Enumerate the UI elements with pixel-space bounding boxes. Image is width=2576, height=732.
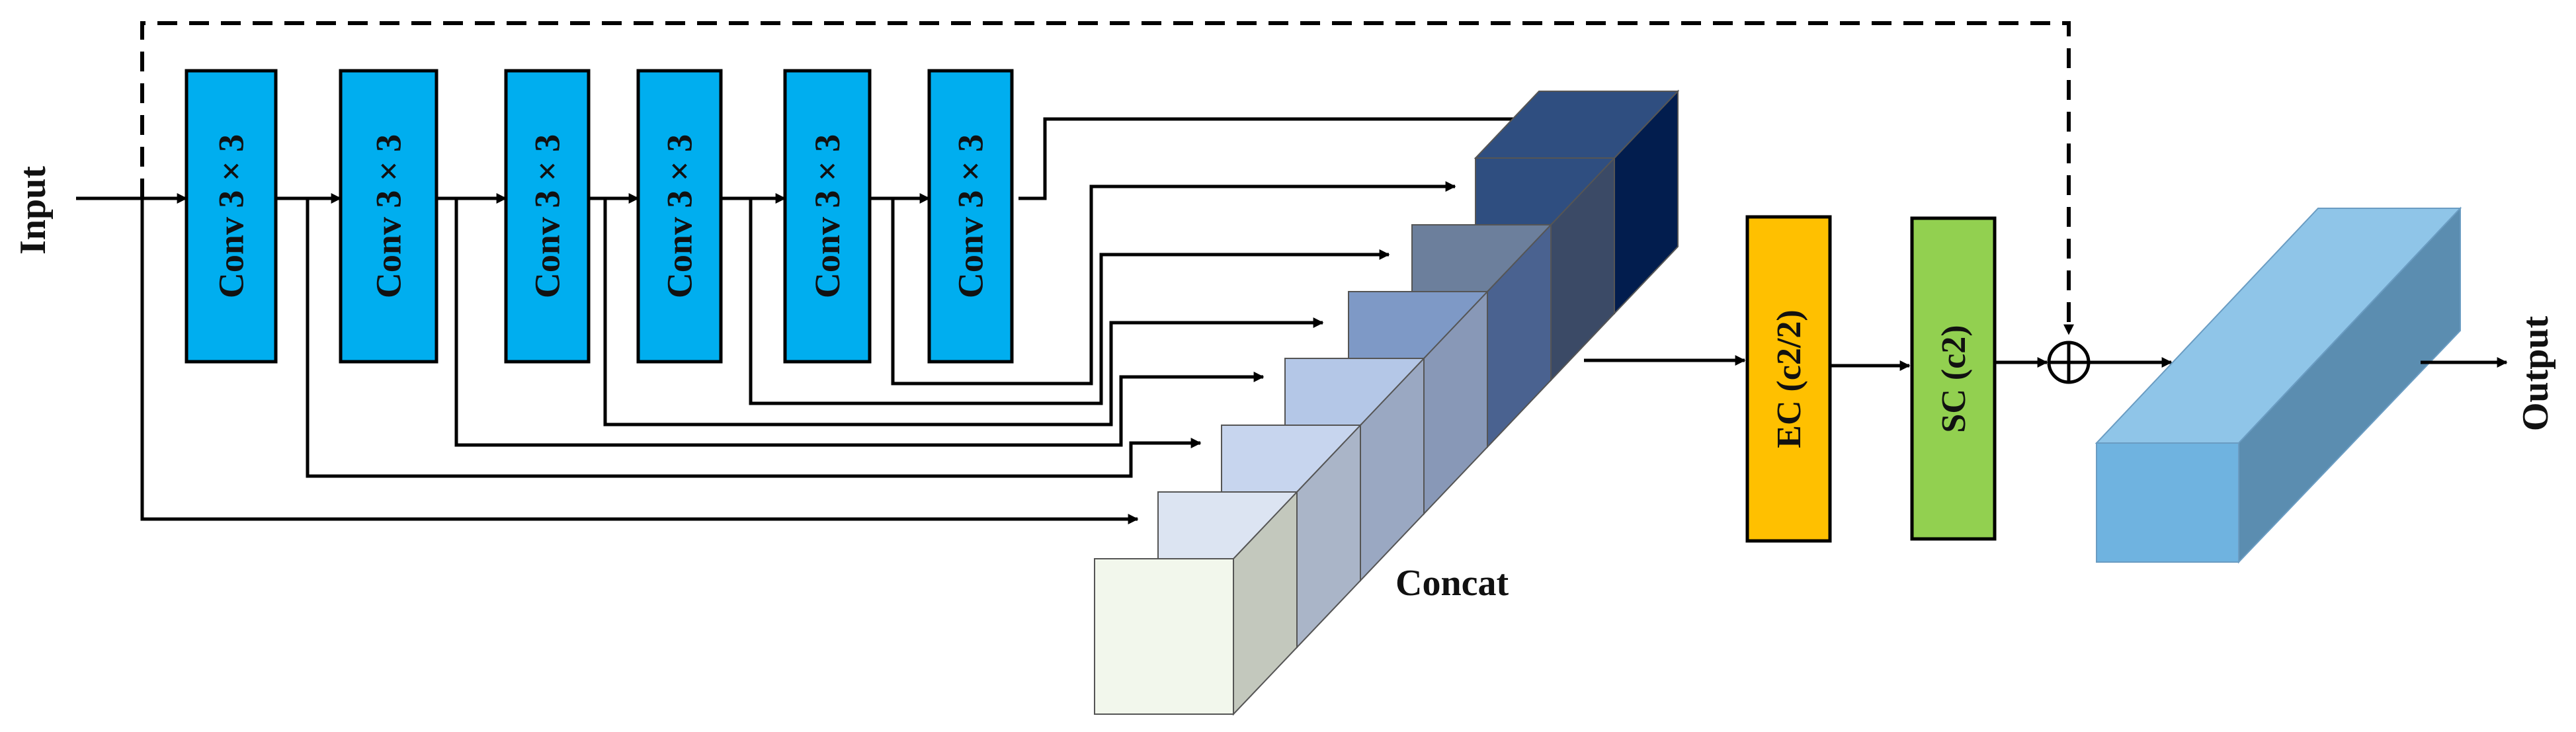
conv-block-label: Conv 3 × 3 <box>951 134 991 298</box>
concat-slice-1 <box>1094 490 1298 716</box>
conv-block-label: Conv 3 × 3 <box>528 134 567 298</box>
conv-block-5: Conv 3 × 3 <box>783 69 872 364</box>
conv-block-label: Conv 3 × 3 <box>808 134 847 298</box>
input-label: Input <box>13 166 54 255</box>
conv-block-label: Conv 3 × 3 <box>660 134 700 298</box>
concat-feature-lines <box>140 114 1532 524</box>
output-label: Output <box>2515 316 2556 432</box>
conv-block-4: Conv 3 × 3 <box>636 69 723 364</box>
concat-stack <box>1094 89 1680 716</box>
add-icon <box>2047 341 2091 384</box>
conv-block-3: Conv 3 × 3 <box>504 69 591 364</box>
sc-block <box>1910 216 1997 541</box>
concat-top-face <box>1474 91 1680 159</box>
conv-block-label: Conv 3 × 3 <box>369 134 409 298</box>
residual-skip-connection <box>140 21 2074 335</box>
conv-block-6: Conv 3 × 3 <box>927 69 1014 364</box>
conv-blocks: Conv 3 × 3 Conv 3 × 3 Conv 3 × 3 Conv 3 × 3… <box>185 69 1014 364</box>
conv-block-2: Conv 3 × 3 <box>339 69 438 364</box>
output-block <box>2095 206 2462 564</box>
ec-block <box>1745 215 1832 543</box>
ec-label: EC (c2/2) <box>1770 309 1808 448</box>
conv-block-label: Conv 3 × 3 <box>212 134 251 298</box>
sc-label: SC (c2) <box>1935 325 1973 432</box>
conv-block-1: Conv 3 × 3 <box>185 69 278 364</box>
concat-label: Concat <box>1395 563 1509 604</box>
